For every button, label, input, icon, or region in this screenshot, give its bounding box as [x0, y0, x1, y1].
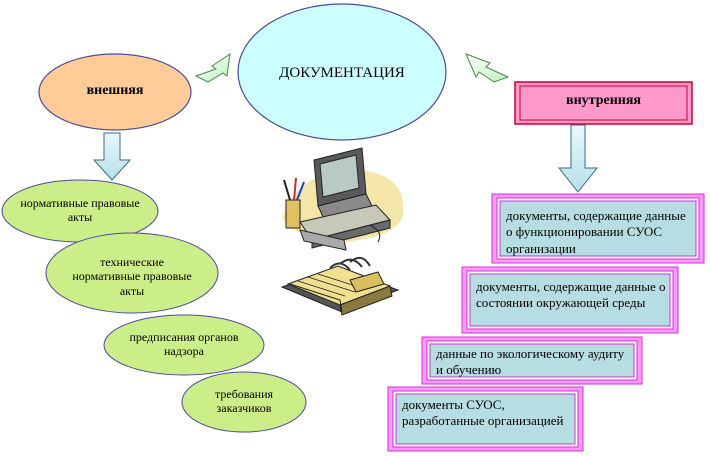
external-item-3: предписания органов надзора	[129, 330, 239, 359]
internal-doc-2-shape	[461, 266, 679, 334]
external-item-1: нормативные правовые акты	[20, 196, 140, 225]
external-item-4: требования заказчиков	[214, 387, 274, 416]
arrow-down-external	[92, 132, 132, 181]
internal-doc-4-shape	[387, 386, 584, 452]
internal-box	[514, 81, 693, 125]
center-ellipse	[237, 3, 447, 141]
external-label: внешняя	[86, 83, 144, 98]
internal-label: внутренняя	[566, 93, 641, 108]
external-item-2: технические нормативные правовые акты	[72, 255, 192, 298]
external-ellipse	[38, 53, 192, 131]
internal-doc-1: документы, содержащие данные о функциони…	[506, 208, 686, 256]
internal-doc-2: документы, содержащие данные о состоянии…	[476, 279, 666, 311]
arrow-to-internal	[465, 53, 510, 83]
computer-icon	[282, 147, 404, 251]
arrow-to-external	[194, 52, 231, 83]
external-item-3-shape	[103, 314, 265, 376]
internal-doc-3-shape	[421, 336, 643, 385]
internal-doc-4: документы СУОС, разработанные организаци…	[402, 397, 564, 429]
center-label: ДОКУМЕНТАЦИЯ	[279, 65, 405, 81]
internal-doc-1-shape	[491, 193, 705, 264]
external-item-4-shape	[181, 371, 307, 433]
external-item-2-shape	[45, 232, 219, 314]
arrow-down-internal	[557, 124, 599, 193]
notebook-icon	[280, 256, 400, 316]
internal-doc-3: данные по экологическому аудиту и обучен…	[436, 346, 625, 378]
